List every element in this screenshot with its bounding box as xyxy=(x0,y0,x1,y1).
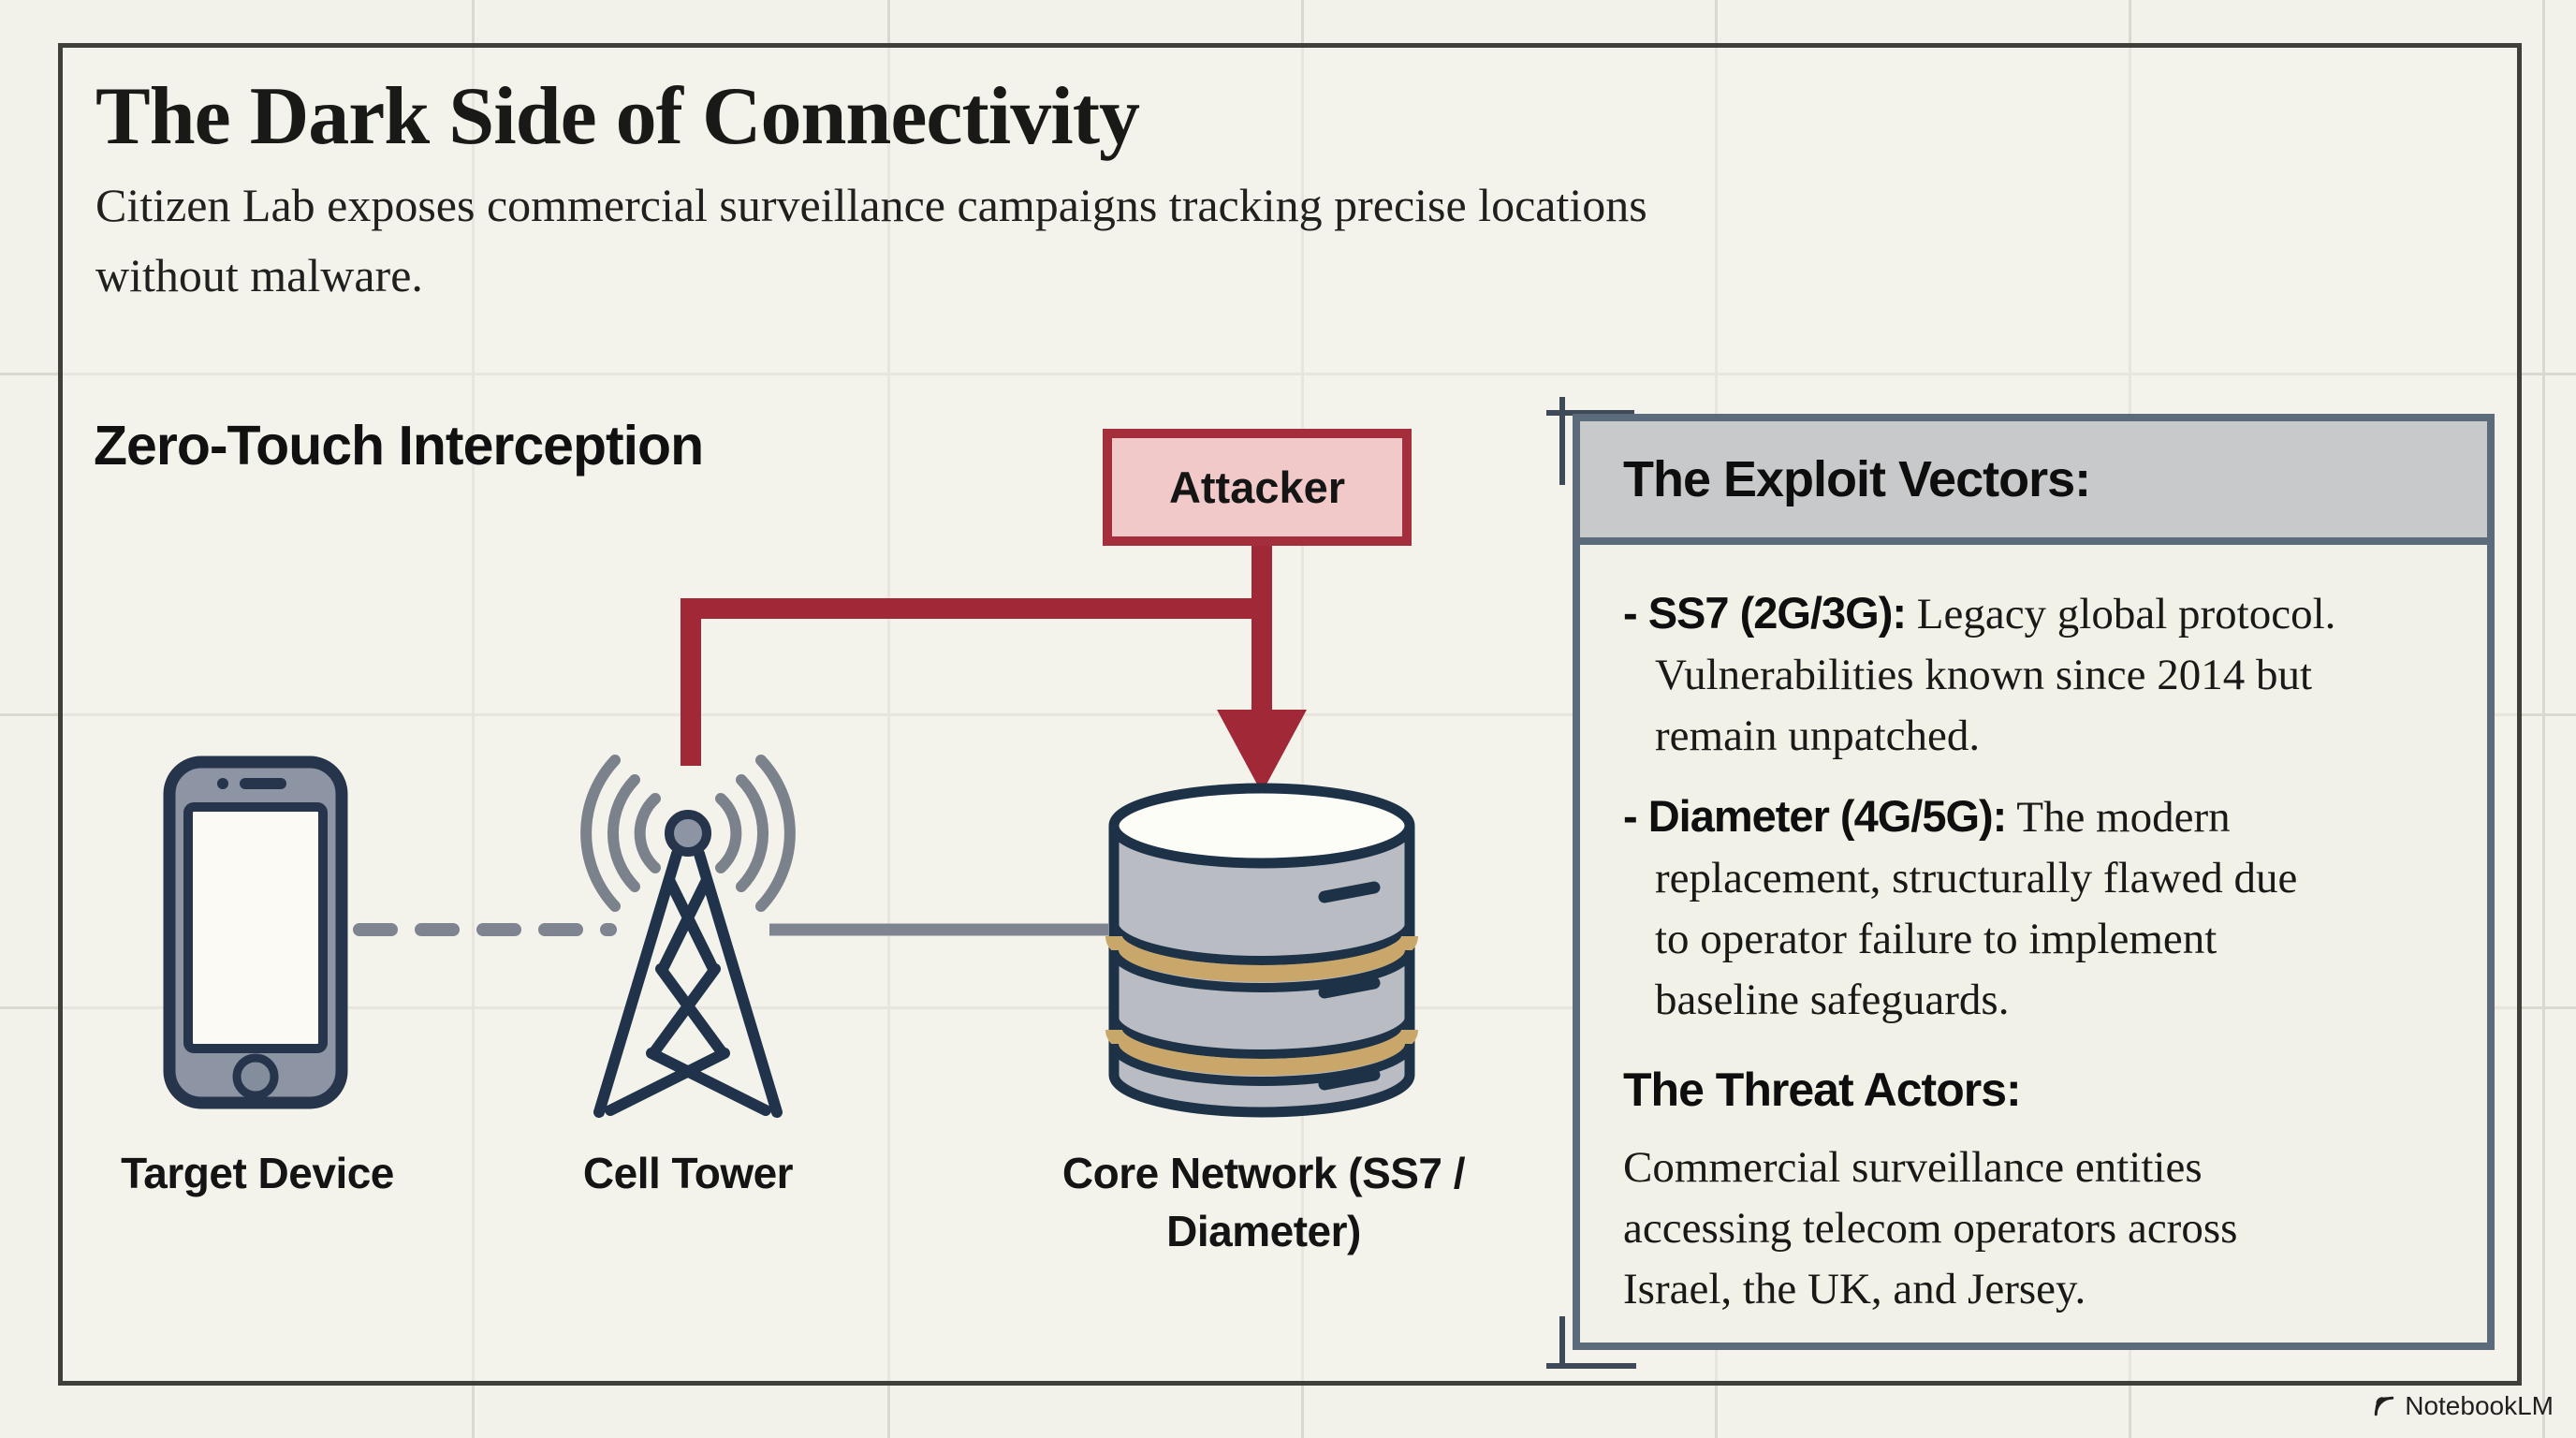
database-icon xyxy=(1105,783,1418,1118)
panel-header: The Exploit Vectors: xyxy=(1580,421,2487,545)
phone-home-button xyxy=(232,1053,279,1100)
red-attack-arrow xyxy=(681,543,1307,793)
page-subtitle: Citizen Lab exposes commercial surveilla… xyxy=(95,179,1647,301)
threat-actors-heading: The Threat Actors: xyxy=(1623,1064,2022,1116)
diagram-section-title: Zero-Touch Interception xyxy=(94,415,704,477)
grid-line-vertical xyxy=(472,0,475,1438)
panel-body: - SS7 (2G/3G): Legacy global protocol. V… xyxy=(1580,545,2487,1320)
phone-speaker-slit xyxy=(240,778,286,789)
panel-title: The Exploit Vectors: xyxy=(1623,451,2091,507)
watermark-label: NotebookLM xyxy=(2405,1391,2554,1420)
attacker-label: Attacker xyxy=(1168,462,1346,512)
phone-camera-dot xyxy=(217,778,228,789)
grid-line-vertical xyxy=(887,0,890,1438)
threat-actors-paragraph: Commercial surveillance entities accessi… xyxy=(1623,1143,2238,1313)
exploit-vectors-panel: The Exploit Vectors: - SS7 (2G/3G): Lega… xyxy=(1573,414,2495,1350)
smartphone-icon xyxy=(163,756,348,1109)
bullet-diameter: - Diameter (4G/5G): The modern replaceme… xyxy=(1623,791,2298,1024)
target-device-label: Target Device xyxy=(121,1149,394,1197)
radio-waves xyxy=(580,755,796,912)
watermark: NotebookLM xyxy=(2371,1391,2554,1421)
cell-tower-icon xyxy=(580,755,796,1118)
notebooklm-logo-icon xyxy=(2374,1396,2394,1416)
attacker-node: Attacker xyxy=(1103,429,1412,546)
bullet-ss7: - SS7 (2G/3G): Legacy global protocol. V… xyxy=(1623,588,2336,760)
corner-mark-bottom-horizontal xyxy=(1546,1363,1636,1369)
corner-mark-bottom-vertical xyxy=(1559,1316,1565,1369)
database-activity-dashes xyxy=(1318,881,1381,1091)
cell-tower-label: Cell Tower xyxy=(582,1149,794,1197)
grid-line-vertical xyxy=(2542,0,2545,1438)
page-title: The Dark Side of Connectivity xyxy=(95,71,1140,162)
corner-mark-top-horizontal xyxy=(1546,410,1634,416)
corner-mark-top-vertical xyxy=(1559,397,1565,485)
grid-line-vertical xyxy=(1301,0,1304,1438)
core-network-label: Core Network (SS7 / Diameter) xyxy=(1061,1149,1466,1255)
grid-line-horizontal xyxy=(0,373,2576,375)
